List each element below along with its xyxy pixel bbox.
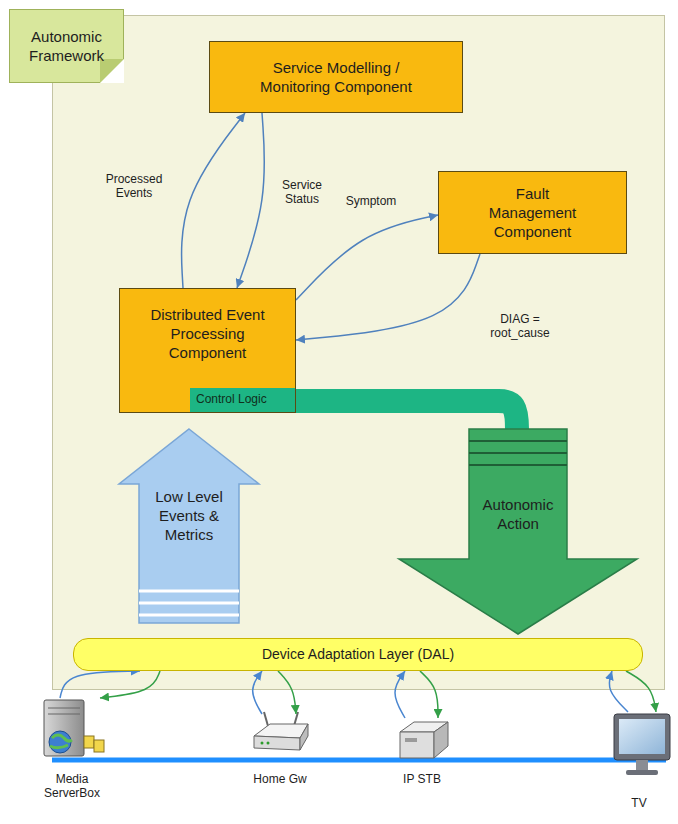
- connector: [60, 671, 140, 698]
- device: Media ServerBox: [30, 698, 114, 800]
- node-label: Low Level Events & Metrics: [141, 487, 237, 544]
- node-label: Device Adaptation Layer (DAL): [262, 646, 454, 663]
- node-label: Fault Management Component: [483, 184, 583, 241]
- device: TV: [606, 712, 672, 810]
- text-holder: Fault Management Component: [483, 184, 583, 241]
- text-holder: TV: [606, 796, 672, 810]
- text-holder: Device Adaptation Layer (DAL): [262, 646, 454, 663]
- connector: [420, 671, 438, 718]
- connector: [237, 113, 264, 288]
- component-box: Fault Management Component: [438, 171, 627, 254]
- component-box: Service Modelling / Monitoring Component: [209, 41, 463, 113]
- server-icon: [44, 700, 104, 756]
- flow-arrow: Autonomic Action: [399, 429, 637, 634]
- node-label: IP STB: [380, 772, 464, 786]
- text-holder: Home Gw: [240, 772, 320, 786]
- connector: [253, 671, 262, 714]
- text-holder: Media ServerBox: [30, 772, 114, 800]
- framework-tab: Autonomic Framework: [9, 9, 124, 83]
- edge-label: Symptom: [340, 194, 402, 208]
- node-label: Service Modelling / Monitoring Component: [251, 58, 421, 96]
- adaptation-layer: Device Adaptation Layer (DAL): [73, 638, 643, 671]
- text-holder: IP STB: [380, 772, 464, 786]
- edge-label: DIAG = root_cause: [482, 312, 558, 340]
- connector: [278, 671, 296, 714]
- set-top-box-icon: [400, 722, 448, 758]
- node-label: Autonomic Action: [471, 495, 565, 533]
- node-label: Media ServerBox: [30, 772, 114, 800]
- router-icon: [254, 712, 308, 750]
- frame-title: Autonomic Framework: [19, 27, 114, 65]
- network-bus: [52, 758, 666, 763]
- connector: [296, 215, 438, 300]
- connector: [626, 671, 656, 712]
- device: IP STB: [380, 718, 464, 786]
- flow-arrow: Low Level Events & Metrics: [119, 429, 259, 623]
- text-holder: Low Level Events & Metrics: [141, 487, 237, 544]
- text-holder: Distributed Event Processing Component: [145, 305, 270, 362]
- edge-label: Control Logic: [194, 392, 294, 406]
- edge-label: Service Status: [272, 178, 332, 206]
- connector: [100, 671, 160, 698]
- edge-label: Processed Events: [96, 172, 172, 200]
- device: Home Gw: [240, 714, 320, 786]
- text-holder: Autonomic Action: [471, 495, 565, 533]
- node-label: Home Gw: [240, 772, 320, 786]
- tv-icon: [614, 714, 670, 775]
- connector: [395, 671, 405, 718]
- node-label: TV: [606, 796, 672, 810]
- node-label: Distributed Event Processing Component: [145, 305, 270, 362]
- connector: [296, 254, 480, 340]
- connector: [609, 671, 628, 712]
- connector: [182, 113, 245, 288]
- framework-panel: Service Modelling / Monitoring Component…: [52, 15, 665, 690]
- text-holder: Service Modelling / Monitoring Component: [251, 58, 421, 96]
